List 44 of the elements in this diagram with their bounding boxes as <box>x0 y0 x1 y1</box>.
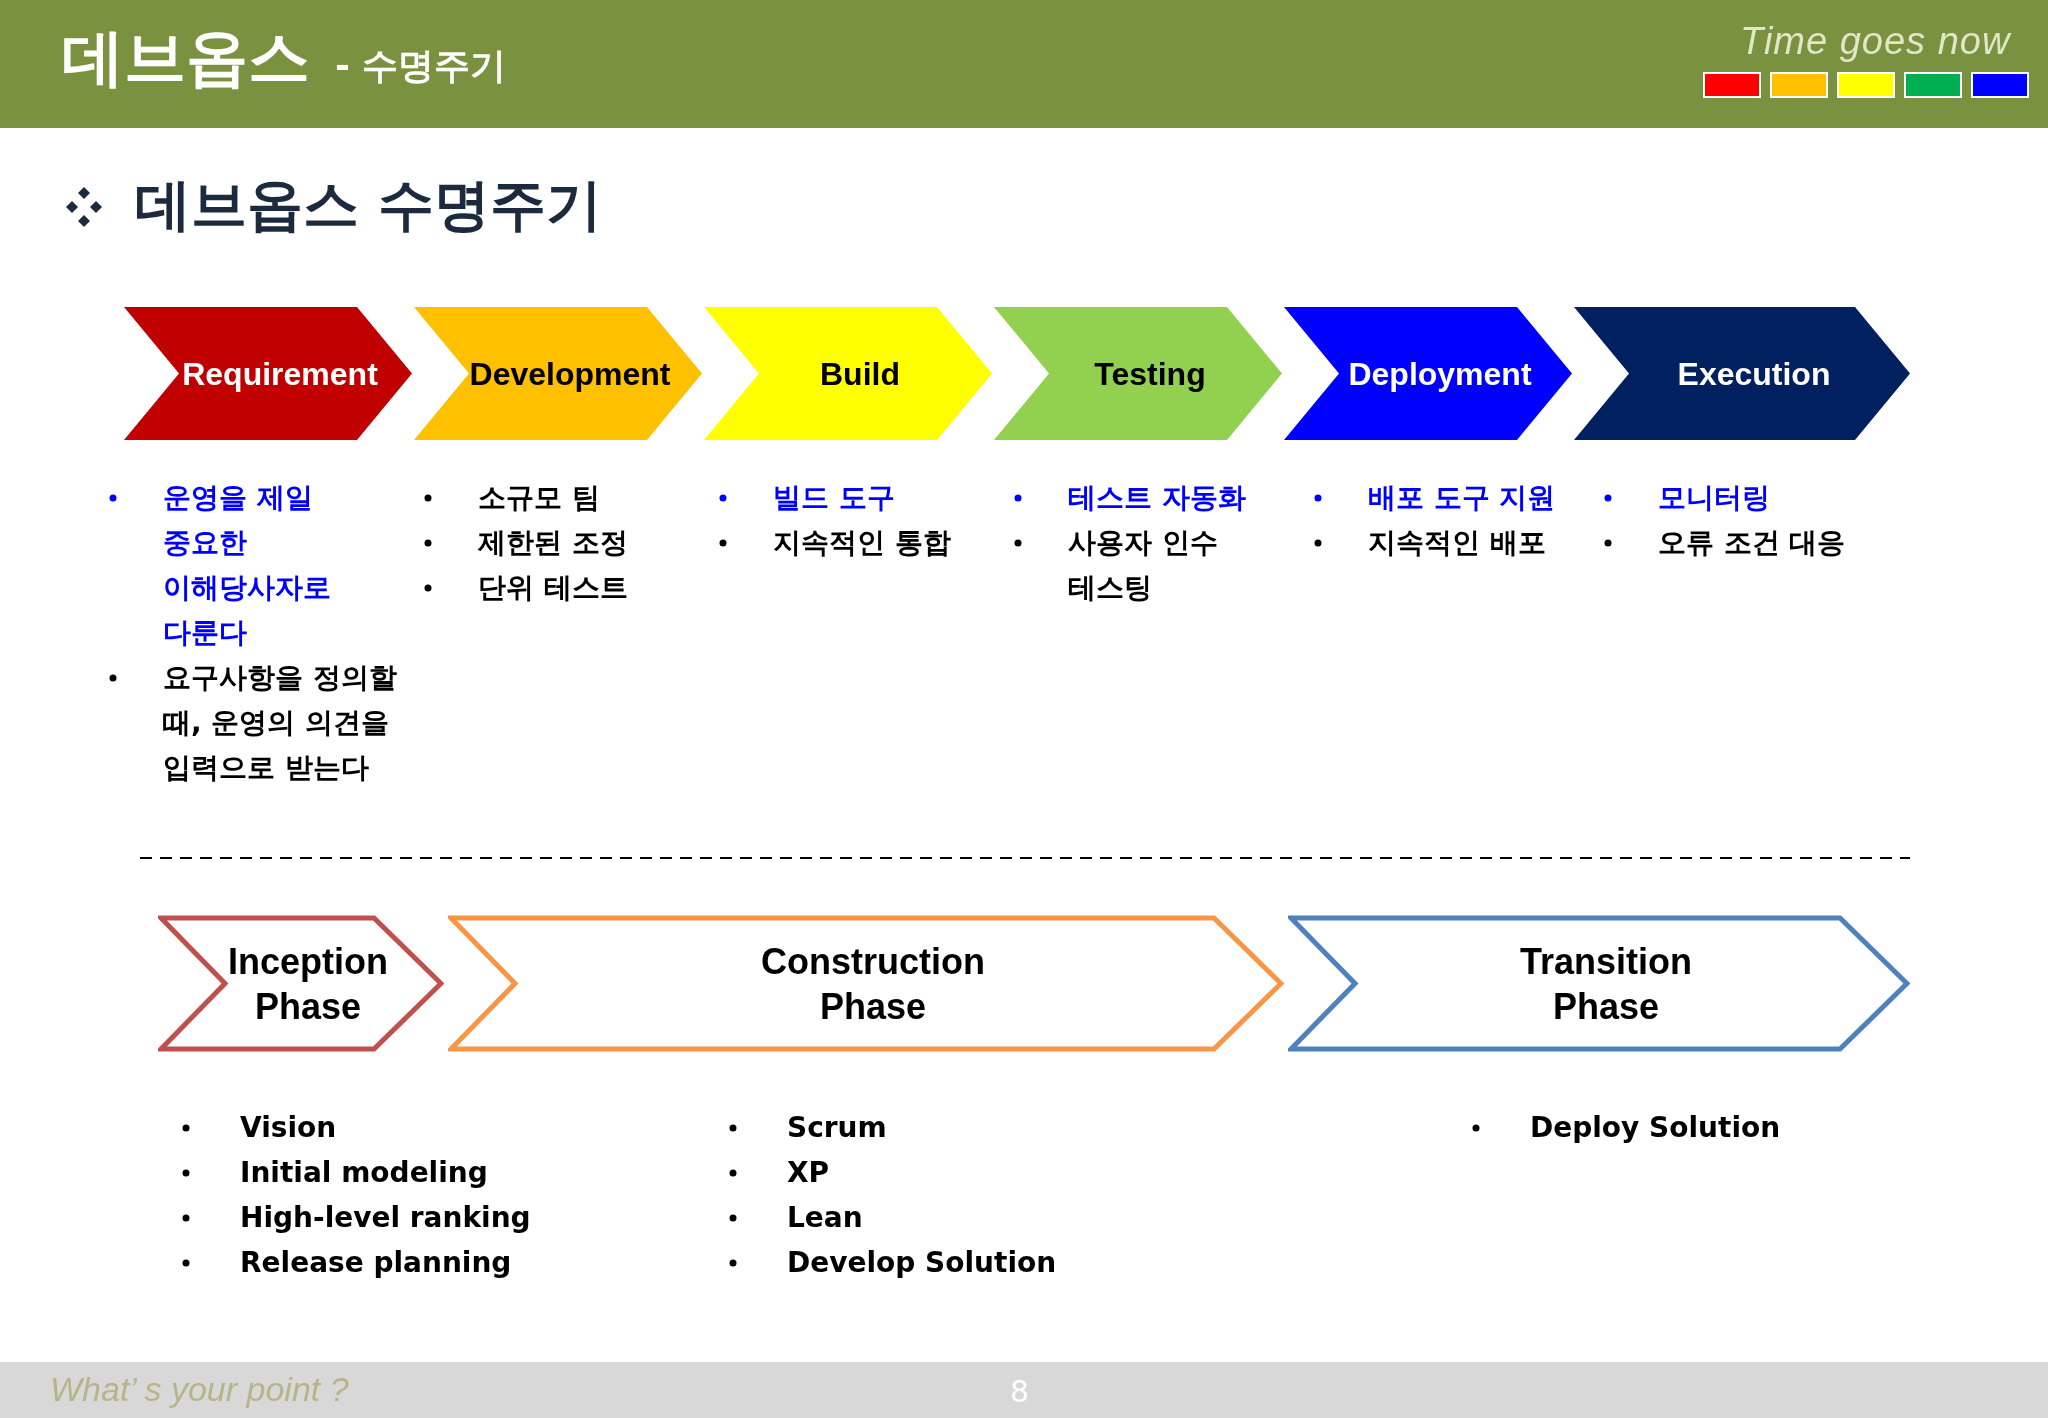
bullet-text: Initial modeling <box>240 1155 489 1191</box>
bullet-text: 단위 테스트 <box>478 570 629 606</box>
step-label: Requirement <box>183 354 377 394</box>
step-banner <box>124 307 412 440</box>
bullet-text: 오류 조건 대응 <box>1658 525 1847 561</box>
bullet-text: 배포 도구 지원 <box>1368 480 1557 516</box>
bullet-text: Release planning <box>240 1245 513 1281</box>
bullet-text: Scrum <box>787 1110 888 1146</box>
step-banner <box>1284 307 1572 440</box>
bullet-text: Vision <box>240 1110 338 1146</box>
bullet-text: 소규모 팀 <box>478 480 601 516</box>
bullet-text: 제한된 조정 <box>478 525 629 561</box>
step-banner <box>1574 307 1910 440</box>
slide-subtitle: - 수명주기 <box>335 44 507 88</box>
step-label: Build <box>819 354 901 394</box>
step-label: Deployment <box>1347 354 1533 394</box>
bullet-text: 모니터링 <box>1658 480 1771 516</box>
step-banner <box>994 307 1282 440</box>
step-label: Inception Phase <box>232 939 384 1029</box>
bullet-text: Lean <box>787 1200 864 1236</box>
slogan-text: Time goes now <box>1740 19 2011 64</box>
bullet-text: 빌드 도구 <box>773 480 896 516</box>
bullet-text: Develop Solution <box>787 1245 1058 1281</box>
phase-banner <box>448 915 1284 1052</box>
step-banner <box>414 307 702 440</box>
bullet-text: XP <box>787 1155 831 1191</box>
section-heading: 데브옵스 수명주기 <box>135 171 603 239</box>
step-banner <box>704 307 992 440</box>
bullet-text: 운영을 제일 중요한 이해당사자로 다룬다 <box>163 480 332 651</box>
step-label: Transition Phase <box>1519 939 1693 1029</box>
phase-banner <box>1288 915 1910 1052</box>
bullet-text: Deploy Solution <box>1530 1110 1782 1146</box>
step-label: Testing <box>1093 354 1207 394</box>
footer-slogan: What’ s your point ? <box>50 1369 349 1410</box>
bullet-text: 지속적인 통합 <box>773 525 952 561</box>
step-label: Execution <box>1676 354 1832 394</box>
bullet-text: High-level ranking <box>240 1200 532 1236</box>
bullet-text: 사용자 인수 테스팅 <box>1068 525 1219 606</box>
phase-banner <box>158 915 444 1052</box>
bullet-text: 요구사항을 정의할 때, 운영의 의견을 입력으로 받는다 <box>163 660 398 786</box>
step-label: Construction Phase <box>760 939 986 1029</box>
bullet-text: 테스트 자동화 <box>1068 480 1247 516</box>
slide-title: 데브옵스 <box>62 20 310 96</box>
bullet-text: 지속적인 배포 <box>1368 525 1547 561</box>
